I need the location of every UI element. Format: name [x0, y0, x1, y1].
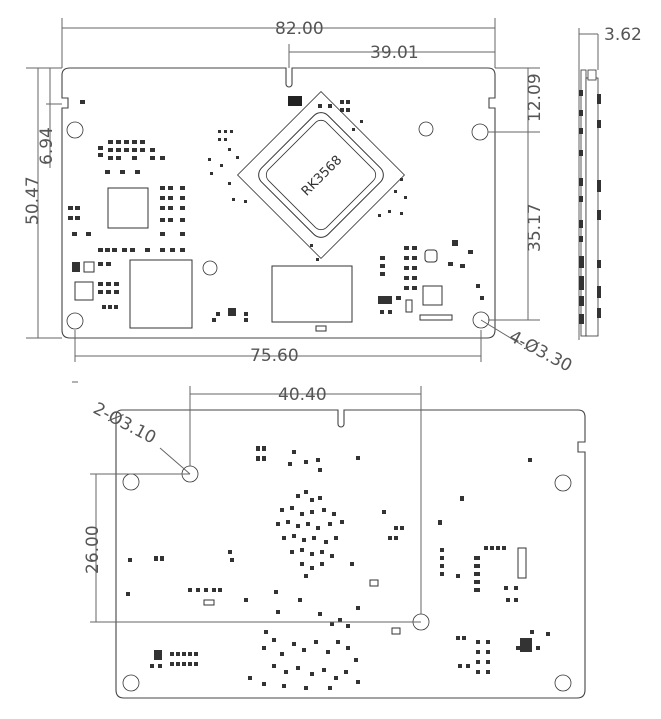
dim-edge-notch: 6.94 — [37, 127, 57, 165]
top-hole-tr — [471, 123, 489, 141]
top-hole-tl — [66, 121, 84, 139]
dim-bottom-hole-spacing-v: 26.00 — [83, 525, 103, 574]
dim-thickness: 3.62 — [604, 25, 642, 45]
dim-hole-spacing-v: 35.17 — [525, 203, 545, 252]
dim-notch-offset: 39.01 — [370, 43, 419, 63]
top-memory-mid — [271, 265, 353, 323]
bottom-small-components — [126, 446, 550, 690]
top-inductor-l — [74, 281, 94, 301]
soc-chip: RK3568 — [236, 90, 406, 260]
top-view: RK3568 — [61, 67, 496, 339]
top-dimensions — [26, 18, 540, 362]
bottom-view — [115, 409, 586, 699]
top-cap-r — [424, 249, 438, 263]
top-small-components — [68, 100, 484, 332]
dim-width: 82.00 — [275, 19, 324, 39]
top-memory-left — [129, 259, 193, 329]
dim-bottom-hole-spacing-h: 40.40 — [278, 385, 327, 405]
top-hole-mid-r — [418, 121, 434, 137]
top-hole-mid-l — [202, 260, 218, 276]
dim-hole-callout: 4-Ø3.30 — [506, 327, 576, 377]
top-hole-bl — [66, 312, 84, 330]
bottom-hole-tl — [122, 473, 140, 491]
top-pmic — [107, 187, 149, 229]
dim-hole-spacing-h: 75.60 — [250, 346, 299, 366]
bottom-board-outline — [115, 409, 586, 699]
dim-hole-offset-top: 12.09 — [525, 73, 545, 122]
side-view — [578, 28, 601, 340]
bottom-dimensions — [90, 386, 422, 623]
top-inductor-r — [422, 285, 443, 306]
bottom-hole-br — [554, 674, 572, 692]
dim-height: 50.47 — [23, 176, 43, 225]
bottom-hole-bl — [122, 674, 140, 692]
top-led — [288, 96, 302, 106]
bottom-hole-tr — [554, 474, 572, 492]
